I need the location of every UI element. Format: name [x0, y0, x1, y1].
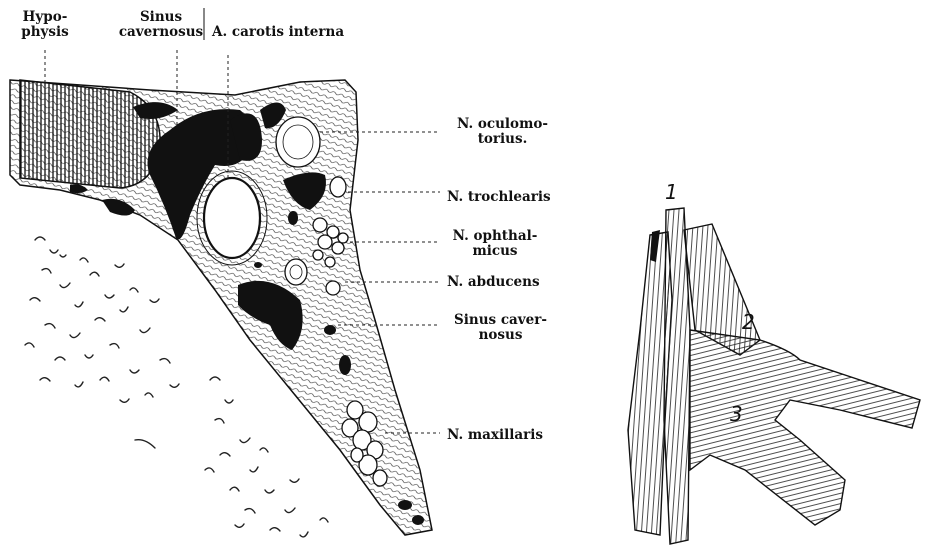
- figure-number-2: 2: [742, 310, 755, 334]
- label-hypophysis: Hypo- physis: [6, 10, 84, 40]
- label-trochlearis: N. trochlearis: [447, 190, 551, 205]
- label-sinus-right-line1: Sinus caver-: [443, 313, 558, 328]
- label-abducens: N. abducens: [447, 275, 540, 290]
- label-sinus-top: Sinus cavernosus: [118, 10, 204, 40]
- label-hypophysis-line2: physis: [6, 25, 84, 40]
- label-sinus-top-line2: cavernosus: [118, 25, 204, 40]
- label-ophthalmicus-line2: micus: [445, 244, 545, 259]
- label-oculomotorius: N. oculomo- torius.: [445, 117, 560, 147]
- label-carotis: A. carotis interna: [212, 25, 344, 40]
- label-hypophysis-line1: Hypo-: [6, 10, 84, 25]
- label-maxillaris: N. maxillaris: [447, 428, 543, 443]
- label-oculomotorius-line1: N. oculomo-: [445, 117, 560, 132]
- carotis-lumen: [204, 178, 260, 258]
- label-sinus-right: Sinus caver- nosus: [443, 313, 558, 343]
- label-sinus-top-line1: Sinus: [118, 10, 204, 25]
- label-ophthalmicus-line1: N. ophthal-: [445, 229, 545, 244]
- figure-number-3: 3: [730, 402, 743, 426]
- label-ophthalmicus: N. ophthal- micus: [445, 229, 545, 259]
- figure-number-1: 1: [665, 180, 678, 204]
- ganglion-body: [690, 330, 920, 525]
- label-sinus-right-line2: nosus: [443, 328, 558, 343]
- nerve-branch-figure: [628, 208, 920, 544]
- label-oculomotorius-line2: torius.: [445, 132, 560, 147]
- nerve-main-trunk: [664, 208, 690, 544]
- cross-section-figure: [10, 8, 440, 537]
